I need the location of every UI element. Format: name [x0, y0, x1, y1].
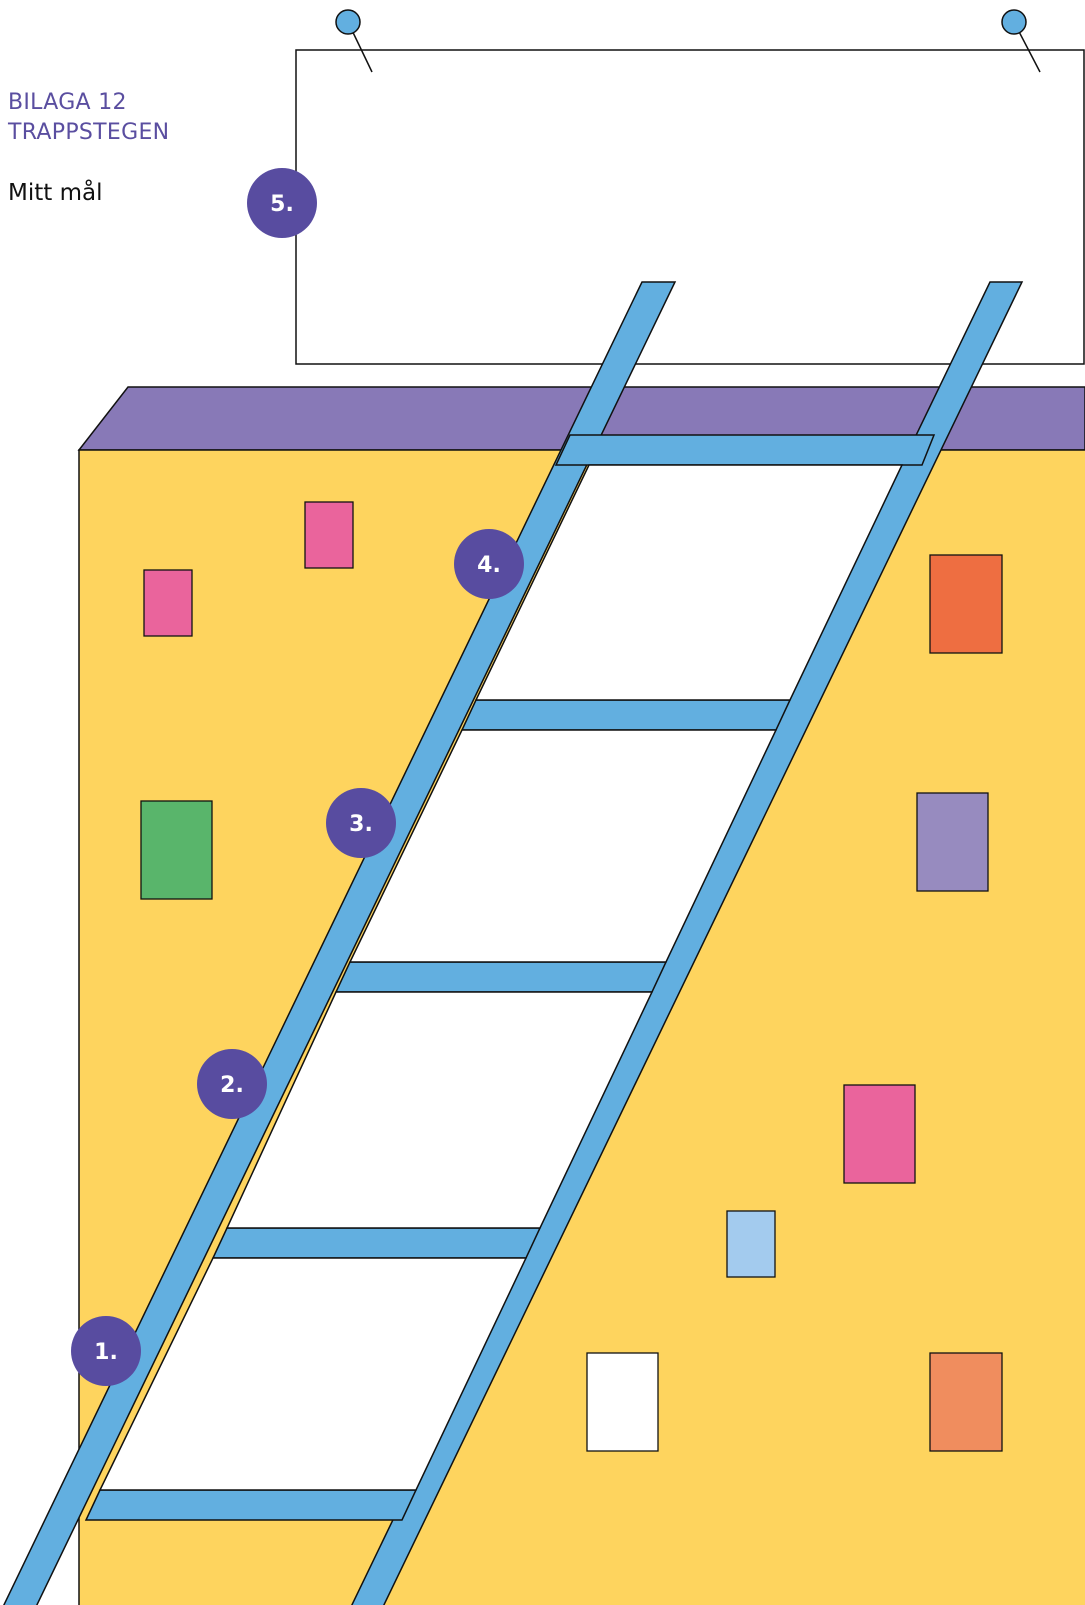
- step-badge-3: 3.: [326, 788, 396, 858]
- step-badge-5: 5.: [247, 168, 317, 238]
- ladder-rung: [462, 700, 790, 730]
- step-label-3: 3.: [349, 812, 373, 837]
- goal-board: [296, 10, 1084, 364]
- window: [587, 1353, 658, 1451]
- ladder-rung: [213, 1228, 540, 1258]
- step-badge-4: 4.: [454, 529, 524, 599]
- window: [917, 793, 988, 891]
- pin-icon: [336, 10, 360, 34]
- step-badge-2: 2.: [197, 1049, 267, 1119]
- window: [141, 801, 212, 899]
- window: [844, 1085, 915, 1183]
- step-label-1: 1.: [94, 1340, 118, 1365]
- ladder-rung: [556, 435, 934, 465]
- pin-icon: [1002, 10, 1026, 34]
- step-label-4: 4.: [477, 553, 501, 578]
- window: [144, 570, 192, 636]
- ladder-rung: [86, 1490, 416, 1520]
- goal-box: [296, 50, 1084, 364]
- window: [930, 1353, 1002, 1451]
- window: [727, 1211, 775, 1277]
- window: [305, 502, 353, 568]
- ladder-rung: [336, 962, 666, 992]
- step-badge-1: 1.: [71, 1316, 141, 1386]
- window: [930, 555, 1002, 653]
- step-label-5: 5.: [270, 192, 294, 217]
- step-label-2: 2.: [220, 1073, 244, 1098]
